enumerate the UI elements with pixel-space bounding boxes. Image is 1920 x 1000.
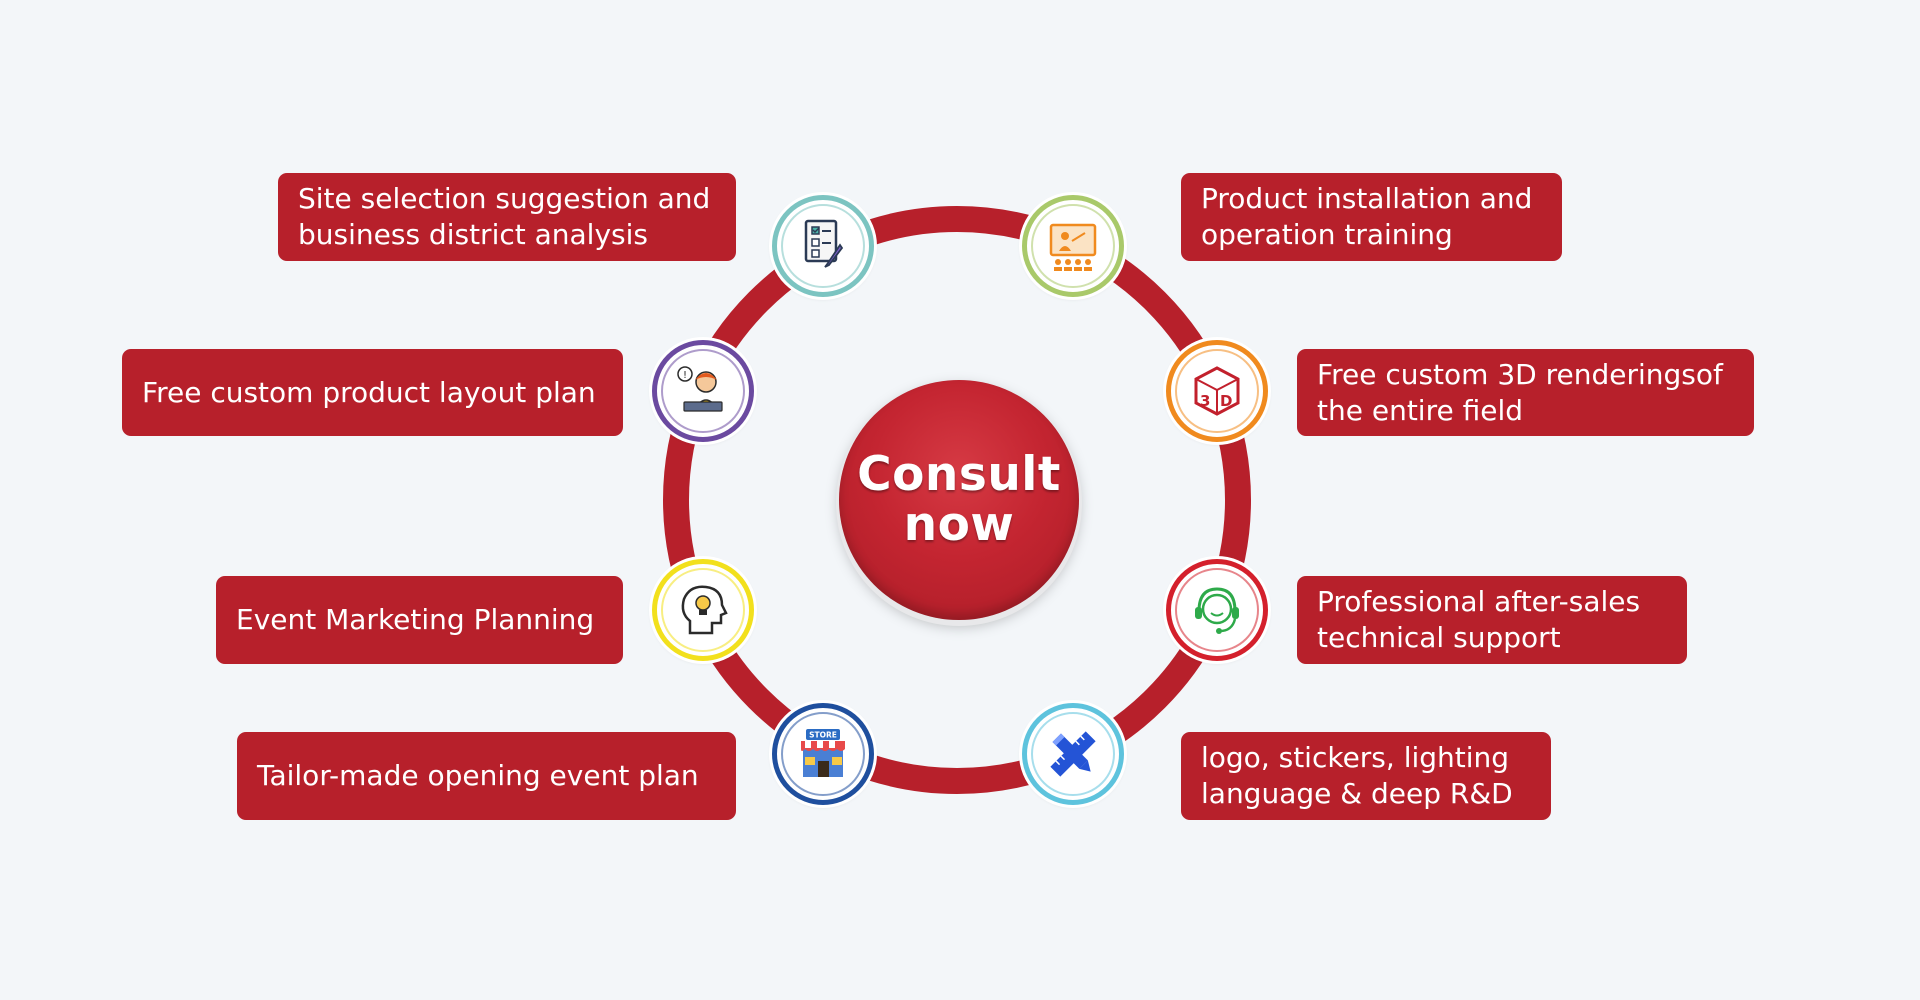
store-sign-text: STORE <box>809 731 837 740</box>
support-agent-laptop-icon: ! <box>652 340 754 442</box>
label-site-selection: Site selection suggestion and business d… <box>278 173 736 261</box>
svg-text:3: 3 <box>1200 392 1210 410</box>
3d-cube-icon: 3 D <box>1166 340 1268 442</box>
store-icon: STORE <box>772 703 874 805</box>
label-installation-training: Product installation and operation train… <box>1181 173 1562 261</box>
presentation-board-icon <box>1022 195 1124 297</box>
svg-text:D: D <box>1220 392 1232 410</box>
consult-now-button[interactable]: Consult now <box>839 380 1079 620</box>
label-3d-renderings: Free custom 3D renderingsof the entire f… <box>1297 349 1754 436</box>
label-design-rd: logo, stickers, lighting language & deep… <box>1181 732 1551 820</box>
ruler-pencil-icon <box>1022 703 1124 805</box>
headset-icon <box>1166 559 1268 661</box>
label-after-sales-support: Professional after-sales technical suppo… <box>1297 576 1687 664</box>
svg-text:!: ! <box>683 370 687 381</box>
label-product-layout: Free custom product layout plan <box>122 349 623 436</box>
label-event-marketing: Event Marketing Planning <box>216 576 623 664</box>
checklist-document-icon <box>772 195 874 297</box>
label-opening-event: Tailor-made opening event plan <box>237 732 736 820</box>
head-idea-icon <box>652 559 754 661</box>
consult-now-label: Consult now <box>854 450 1064 550</box>
